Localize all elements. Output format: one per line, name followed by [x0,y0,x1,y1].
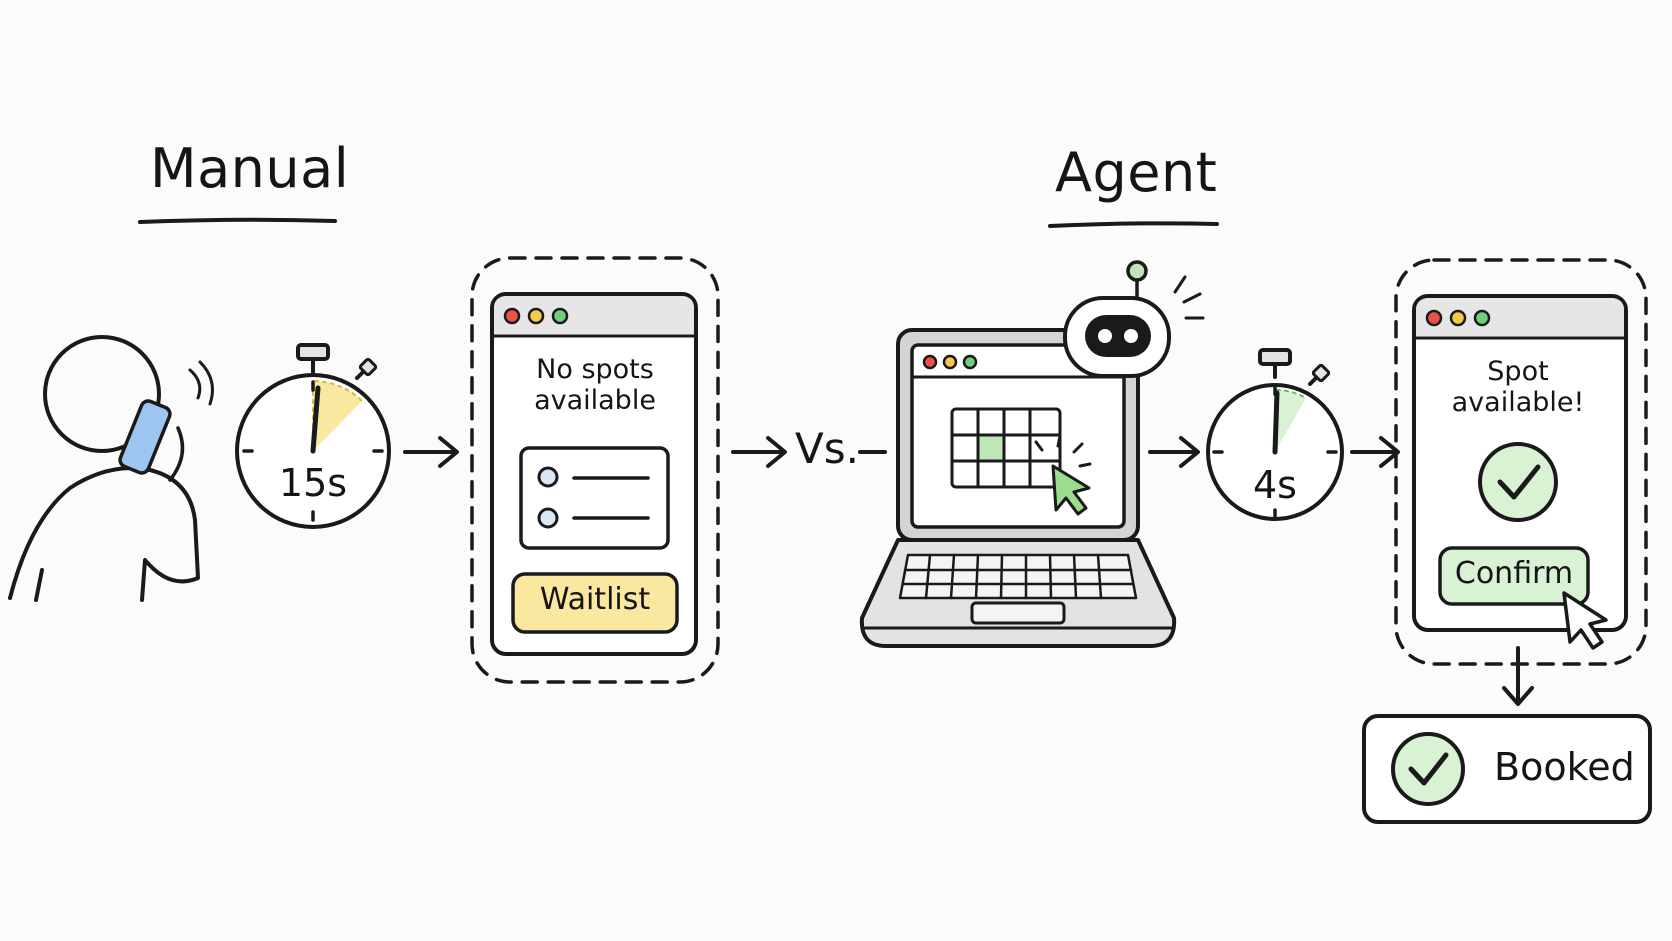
manual-heading-underline [138,217,337,224]
confirm-button[interactable]: Confirm [1454,556,1574,591]
robot-icon [1063,260,1205,378]
manual-timer-label: 15s [278,461,348,505]
confirm-button-shape [1438,546,1590,606]
phone-icon [118,399,172,475]
agent-stopwatch-icon [1206,348,1344,521]
agent-timer-label: 4s [1253,463,1297,507]
vs-label: Vs. [795,424,859,473]
agent-heading: Agent [1055,141,1218,204]
keyboard [898,553,1138,600]
person-on-phone-icon [8,335,214,602]
manual-heading: Manual [150,137,350,200]
laptop-icon [859,328,1177,648]
booked-label: Booked [1494,745,1635,789]
arrow-right-icon [1148,436,1200,468]
agent-card-message: Spot available! [1451,356,1585,419]
agent-heading-underline [1048,221,1219,228]
agent-elapsed-wedge [1275,389,1306,452]
calendar-grid-icon [950,407,1062,489]
trackpad [970,601,1066,625]
arrow-right-icon [731,436,787,468]
manual-card [470,256,720,684]
booked-result [1362,714,1652,824]
cursor-icon [1034,434,1092,516]
manual-stopwatch-icon [235,343,391,529]
arrow-down-icon [1502,646,1534,706]
waitlist-button[interactable]: Waitlist [539,582,651,617]
check-circle-icon [1478,442,1558,522]
arrow-right-icon [403,436,459,468]
manual-card-message: No spots available [534,354,656,417]
waitlist-button-shape [511,572,679,634]
agent-card [1394,258,1648,666]
spots-list [519,446,670,550]
cursor-icon [1562,591,1608,650]
arrow-right-icon [1350,436,1400,468]
check-circle-icon [1391,732,1465,806]
manual-elapsed-wedge [313,381,362,451]
